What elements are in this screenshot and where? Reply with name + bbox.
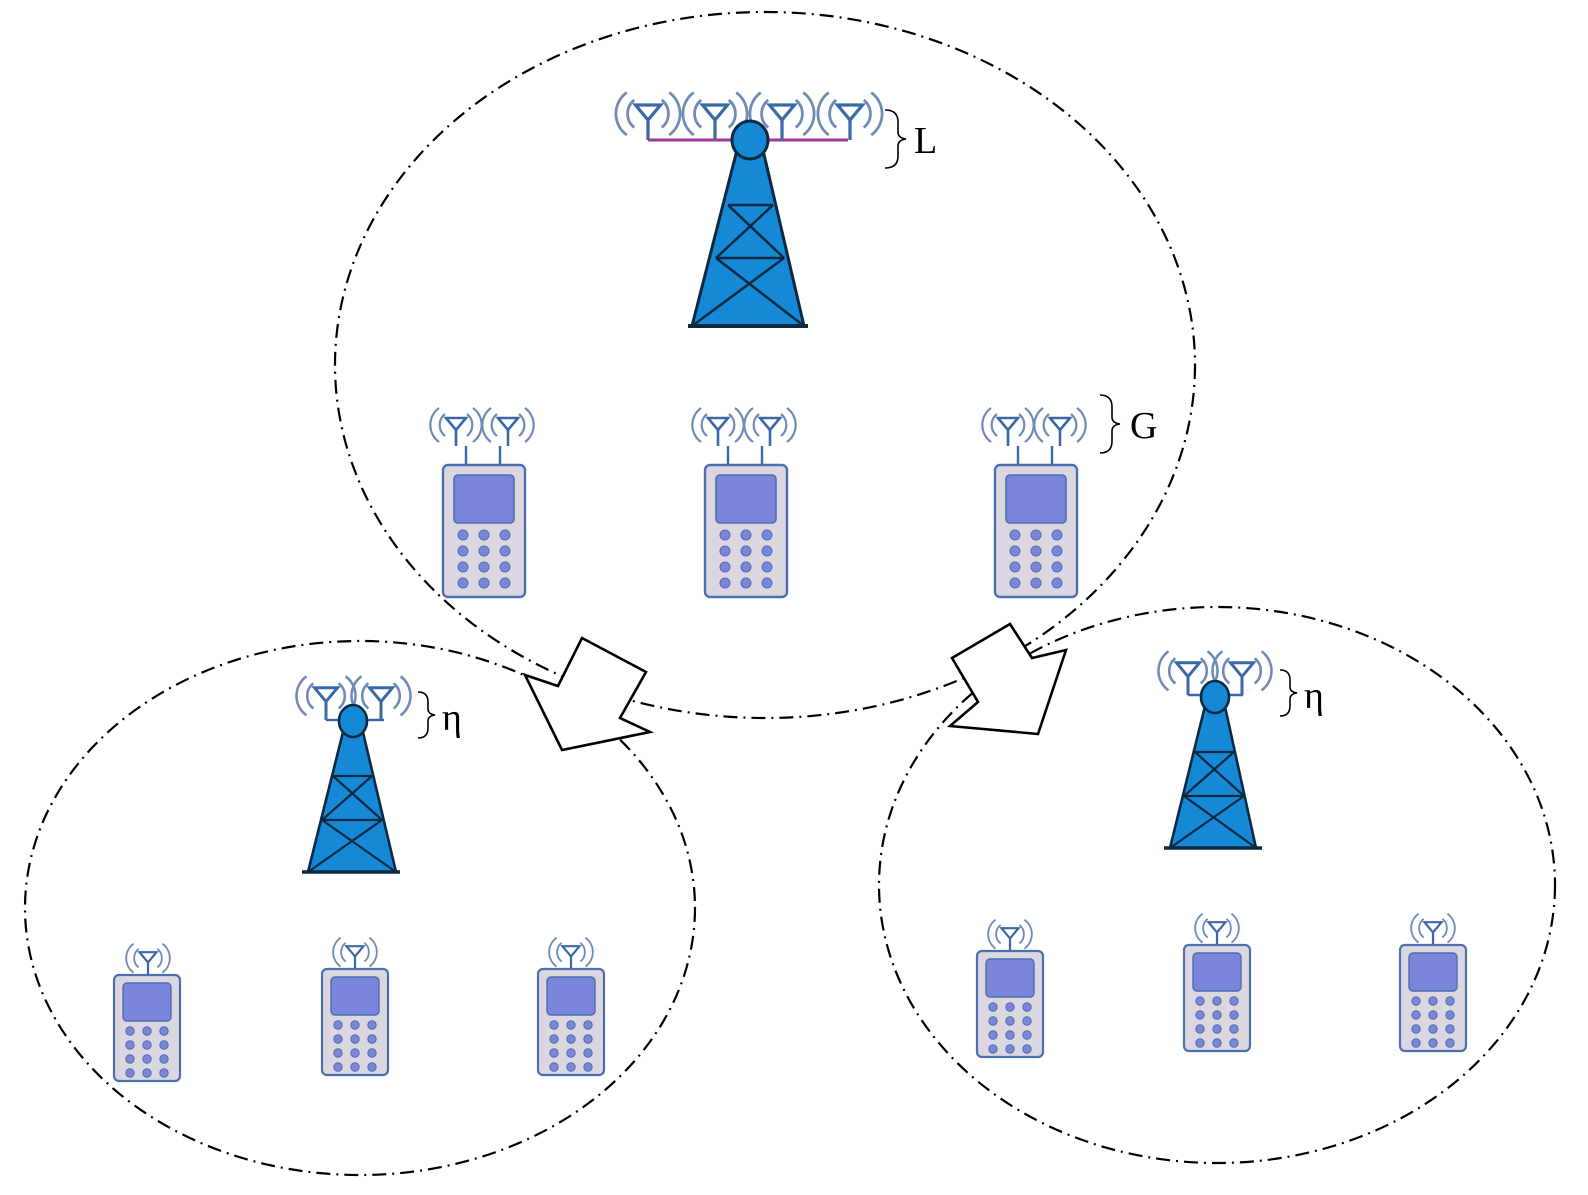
tower-icon: [1164, 679, 1262, 850]
mobile-phone-icon: [1182, 943, 1252, 1053]
antenna-icon: [1194, 912, 1240, 948]
macro-cell-boundary: [333, 10, 1197, 720]
brace-eta-left: [417, 691, 436, 739]
brace-L: [884, 109, 907, 169]
mobile-phone-icon: [112, 973, 182, 1083]
tower-icon: [302, 703, 400, 874]
right-user-3: [1398, 912, 1468, 1053]
tower-icon: [688, 119, 808, 328]
left-relay-station-icon: [294, 674, 413, 874]
arrow-icon: [522, 636, 655, 752]
mobile-phone-icon: [993, 463, 1079, 599]
left-user-1: [112, 942, 182, 1083]
mobile-phone-icon: [320, 967, 390, 1077]
label-eta-left: η: [442, 697, 462, 739]
label-G: G: [1130, 405, 1157, 447]
mobile-phone-icon: [1398, 943, 1468, 1053]
antenna-icon: [743, 406, 797, 448]
antenna-icon: [981, 406, 1035, 448]
brace-eta-right: [1279, 669, 1298, 717]
antenna-icon: [1033, 406, 1087, 448]
right-user-2: [1182, 912, 1252, 1053]
macro-user-1: [429, 406, 535, 599]
brace-G: [1099, 394, 1121, 454]
right-user-1: [975, 918, 1045, 1059]
label-L: L: [914, 120, 937, 162]
arrow-icon: [946, 622, 1068, 736]
macro-user-3: [981, 406, 1087, 599]
left-cell-boundary: [23, 639, 697, 1177]
antenna-icon: [987, 918, 1033, 954]
macro-user-2: [691, 406, 797, 599]
right-cell-boundary: [877, 605, 1557, 1165]
antenna-icon: [332, 936, 378, 972]
left-user-3: [536, 936, 606, 1077]
antenna-icon: [1410, 912, 1456, 948]
right-relay-station-icon: [1156, 649, 1274, 850]
antenna-icon: [125, 942, 171, 978]
antenna-icon: [614, 90, 682, 142]
mobile-phone-icon: [536, 967, 606, 1077]
macro-base-station-icon: [614, 90, 884, 328]
antenna-icon: [691, 406, 745, 448]
antenna-icon: [429, 406, 483, 448]
left-user-2: [320, 936, 390, 1077]
mobile-phone-icon: [975, 949, 1045, 1059]
antenna-icon: [481, 406, 535, 448]
antenna-icon: [548, 936, 594, 972]
mobile-phone-icon: [703, 463, 789, 599]
mobile-phone-icon: [441, 463, 527, 599]
label-eta-right: η: [1304, 675, 1324, 717]
antenna-icon: [816, 90, 884, 142]
